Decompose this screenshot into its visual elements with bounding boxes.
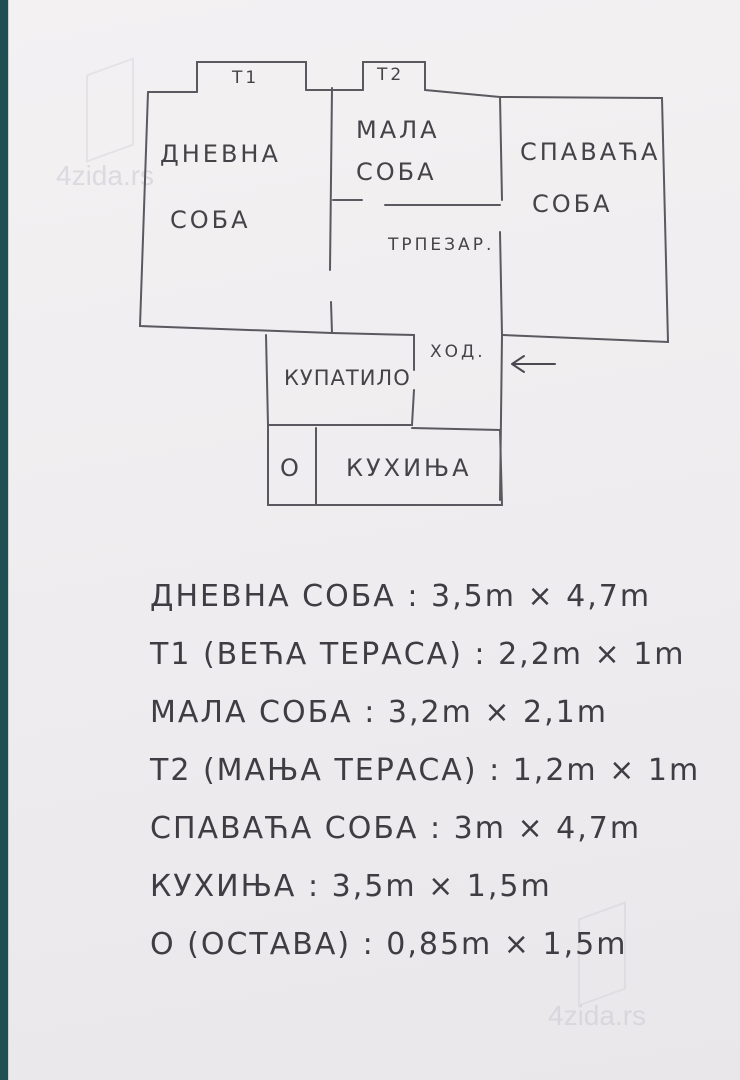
wall-dnevna xyxy=(138,91,333,334)
wall-dnevna-inner xyxy=(329,87,333,334)
wall-spavaca xyxy=(499,96,670,344)
floor-plan: T1 T2 ДНЕВНА СОБА МАЛА СОБА СПАВАЋА СОБА… xyxy=(138,61,670,506)
wall-kuhinja xyxy=(267,424,504,506)
terrace-t2-outline xyxy=(362,61,426,91)
label-t2: T2 xyxy=(376,65,404,85)
dimension-mala-soba: МАЛА СОБА : 3,2m × 2,1m xyxy=(150,695,608,730)
label-spavaca-2: СОБА xyxy=(532,190,613,218)
label-kuhinja: КУХИЊА xyxy=(346,454,472,482)
label-dnevna-2: СОБА xyxy=(170,206,251,234)
label-ostava: О xyxy=(280,454,302,482)
label-mala-2: СОБА xyxy=(356,158,437,186)
label-dnevna-1: ДНЕВНА xyxy=(160,140,281,168)
terrace-t1-outline xyxy=(196,61,307,93)
wall-mala xyxy=(332,199,501,206)
dimension-kuhinja: КУХИЊА : 3,5m × 1,5m xyxy=(150,869,552,904)
dimension-spavaca-soba: СПАВАЋА СОБА : 3m × 4,7m xyxy=(150,811,642,846)
wall-kupatilo xyxy=(265,332,415,426)
watermark-bottom: 4zida.rs xyxy=(548,1000,647,1031)
dimensions-list: ДНЕВНА СОБА : 3,5m × 4,7m Т1 (ВЕЋА ТЕРАС… xyxy=(150,568,720,974)
paper-sheet xyxy=(8,0,740,1080)
label-kupatilo: КУПАТИЛО xyxy=(284,366,411,390)
arrow-left-icon xyxy=(511,355,556,373)
dimension-dnevna-soba: ДНЕВНА СОБА : 3,5m × 4,7m xyxy=(150,579,652,614)
label-trpezarija: ТРПЕЗАР. xyxy=(387,235,494,255)
dimension-ostava: О (ОСТАВА) : 0,85m × 1,5m xyxy=(150,927,628,962)
wall-spavaca-inner xyxy=(499,96,503,336)
wall-top xyxy=(147,89,501,98)
label-t1: T1 xyxy=(231,68,259,88)
dimension-t2: Т2 (МАЊА ТЕРАСА) : 1,2m × 1m xyxy=(150,753,701,788)
dimension-t1: Т1 (ВЕЋА ТЕРАСА) : 2,2m × 1m xyxy=(150,637,686,672)
label-mala-1: МАЛА xyxy=(356,116,440,144)
label-spavaca-1: СПАВАЋА xyxy=(520,138,660,166)
label-hodnik: ХОД. xyxy=(430,342,486,362)
watermark-top: 4zida.rs xyxy=(56,160,155,191)
